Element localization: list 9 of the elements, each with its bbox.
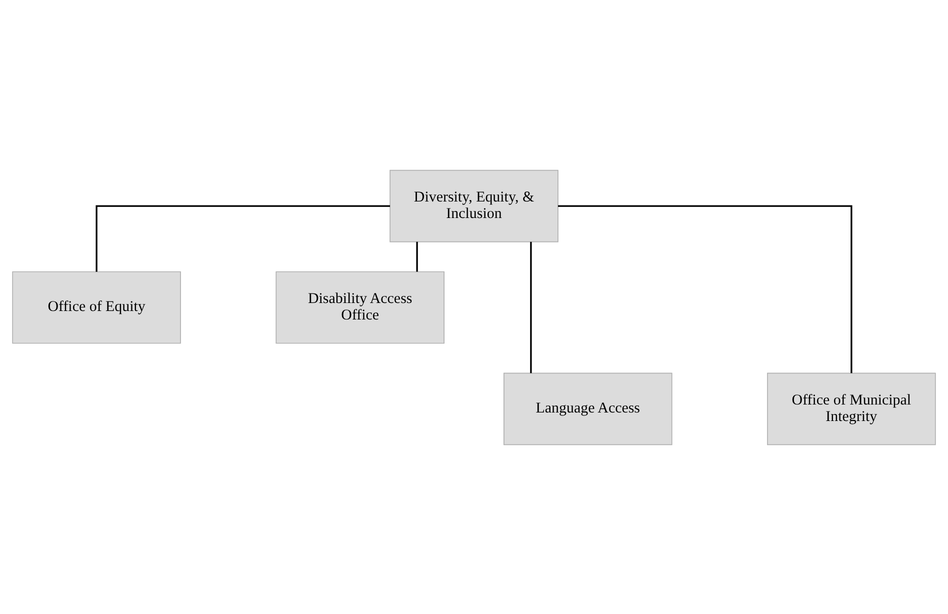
connector <box>416 241 418 272</box>
node-box: Disability Access Office <box>276 270 444 344</box>
node-box: Office of Municipal Integrity <box>767 372 936 445</box>
node-box: Language Access <box>504 372 672 445</box>
connector <box>96 204 390 272</box>
connector <box>530 241 532 373</box>
node-box: Diversity, Equity, & Inclusion <box>390 169 558 242</box>
connector <box>558 204 852 373</box>
node-box: Office of Equity <box>12 270 181 344</box>
